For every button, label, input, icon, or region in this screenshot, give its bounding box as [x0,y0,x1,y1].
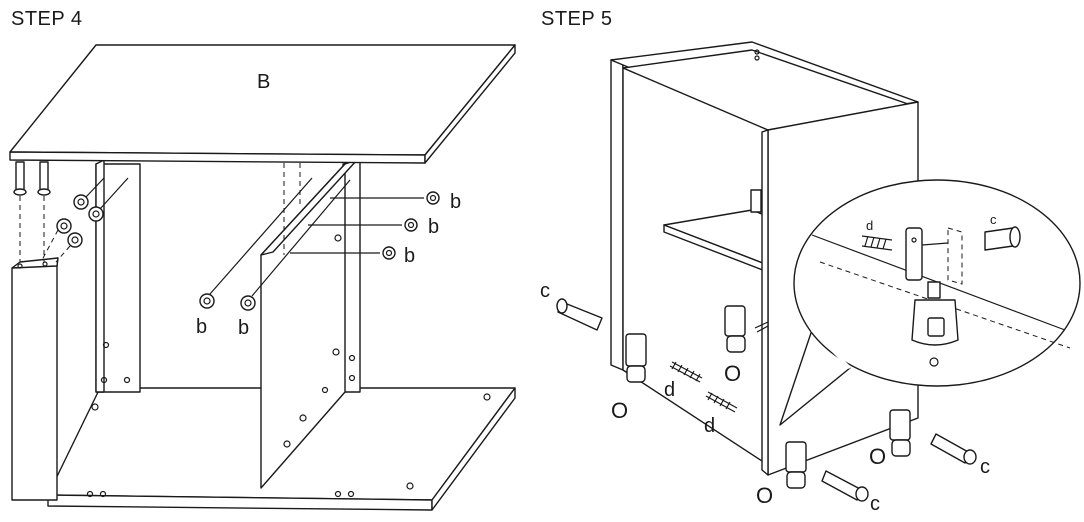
step-4-illustration: B b [9,44,516,511]
cam-label-o-1: O [611,398,628,423]
dowel-label-c-3: c [980,456,990,478]
fitting-label-b-5: b [238,317,249,339]
cam-label-o-2: O [724,361,741,386]
top-panel: B [9,44,516,164]
peg-group [13,161,301,262]
cam-plates [625,305,911,489]
step-4-title: STEP 4 [11,8,83,30]
fitting-b-right: b b b [290,191,461,267]
screw-d-group: d d [664,321,769,437]
cam-lock-group [41,177,129,263]
callout-label-d: d [866,218,873,233]
detail-callout: d c [779,179,1081,426]
callout-label-c: c [990,212,997,227]
dowel-c-group: c c c [540,280,990,515]
cam-label-o-4: O [869,444,886,469]
fitting-label-b-3: b [404,245,415,267]
fitting-label-b-4: b [196,316,207,338]
fitting-label-b-1: b [450,191,461,213]
screw-label-d-1: d [664,379,675,401]
panel-label-b: B [257,71,270,93]
left-front-panel [11,257,59,501]
cabinet-top-frame [610,41,919,131]
screw-label-d-2: d [704,415,715,437]
dowel-label-c-2: c [870,493,880,515]
step-5-title: STEP 5 [541,8,613,30]
dowel-label-c-1: c [540,280,550,302]
cam-label-o-3: O [756,483,773,508]
fitting-label-b-2: b [428,216,439,238]
left-back-panel [95,159,141,393]
fitting-b-lower: b b [196,177,351,339]
step-5-illustration: d d c c c O O O O [540,41,1081,515]
cam-label-group: O O O O [611,361,886,508]
